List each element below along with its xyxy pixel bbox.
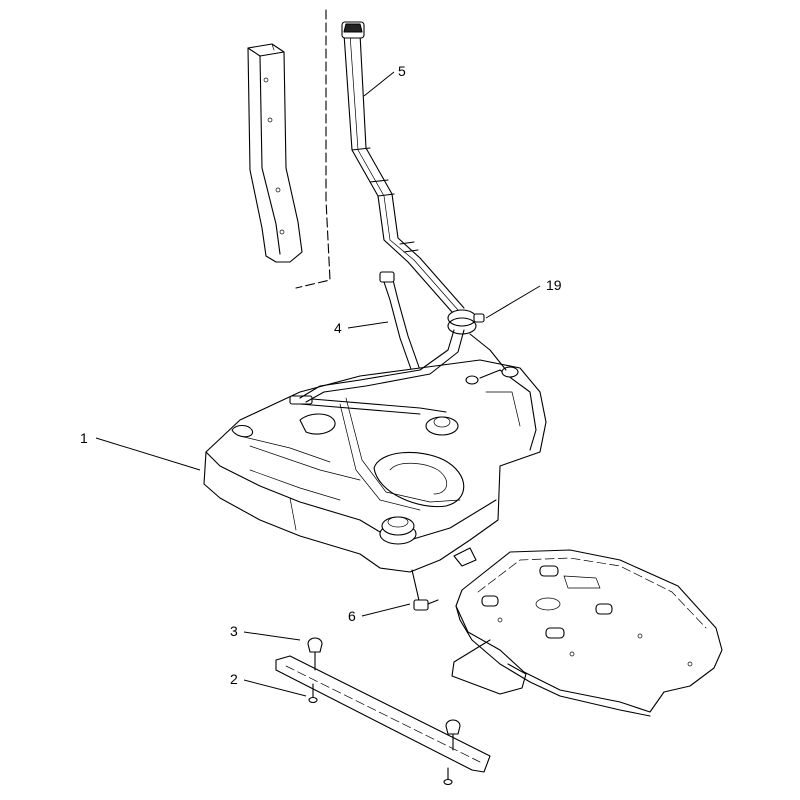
callout-19: 19 (546, 277, 562, 293)
callout-3: 3 (230, 623, 238, 639)
callout-6: 6 (348, 608, 356, 624)
callout-1: 1 (80, 430, 88, 446)
leader-lines (95, 71, 541, 697)
fastener (308, 683, 453, 786)
vent-hose (379, 271, 421, 373)
fuel-fitting (411, 569, 439, 611)
callout-2: 2 (230, 671, 238, 687)
callout-5: 5 (398, 63, 406, 79)
fuel-line (299, 329, 507, 403)
fuel-cap (379, 516, 417, 545)
fuel-tank (203, 359, 547, 573)
hose-clamp (447, 309, 485, 335)
bumper (307, 637, 461, 751)
frame-rail (247, 9, 331, 289)
callout-4: 4 (334, 320, 342, 336)
tank-strap (275, 655, 491, 773)
tank-bracket (451, 549, 723, 717)
filler-hose (341, 21, 465, 313)
